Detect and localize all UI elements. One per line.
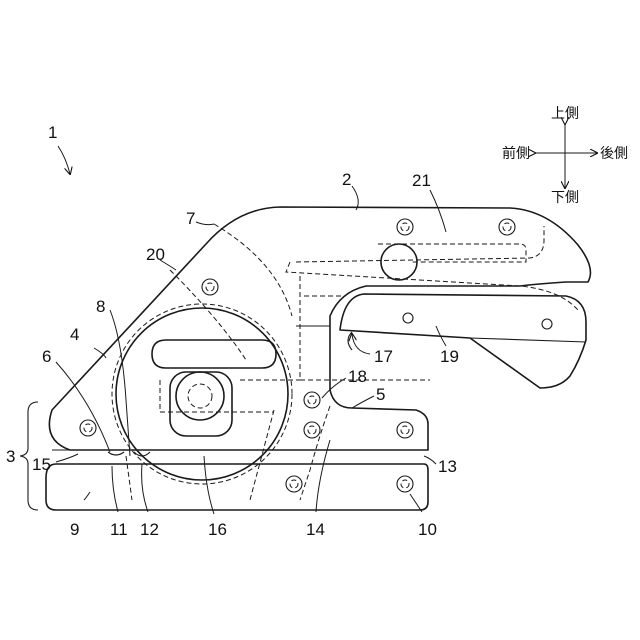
label-3: 3 (6, 447, 15, 466)
label-13: 13 (438, 457, 457, 476)
label-12: 12 (140, 520, 159, 539)
label-14: 14 (306, 520, 325, 539)
label-1: 1 (48, 123, 57, 142)
jaw-17-edge (348, 332, 352, 350)
label-6: 6 (42, 347, 51, 366)
leader-lines (56, 146, 446, 514)
label-5: 5 (376, 385, 385, 404)
direction-down-label: 下側 (551, 190, 579, 206)
label-18: 18 (348, 367, 367, 386)
label-15: 15 (32, 455, 51, 474)
direction-front-label: 前側 (502, 145, 530, 162)
cam-circle (116, 308, 288, 480)
cam-circle-dashed (112, 304, 292, 484)
direction-back-label: 後側 (600, 146, 628, 162)
label-16: 16 (208, 520, 227, 539)
label-10: 10 (418, 520, 437, 539)
body-inner-lines (52, 326, 428, 450)
notch-11 (108, 452, 124, 455)
hidden-lines (126, 224, 578, 500)
pin-21 (381, 244, 417, 280)
slot-opening (152, 340, 276, 368)
label-7: 7 (186, 209, 195, 228)
label-20: 20 (146, 245, 165, 264)
direction-up-label: 上側 (551, 106, 579, 122)
direction-compass: 上側 前側 後側 下側 (502, 106, 628, 206)
label-11: 11 (110, 520, 128, 539)
roller-outer (176, 372, 224, 420)
roller-inner (188, 384, 212, 408)
upper-body-outline (49, 207, 590, 450)
lower-jaw-outline (46, 464, 428, 510)
label-19: 19 (440, 347, 459, 366)
reference-labels: 1 2 21 7 20 4 8 6 3 15 9 11 12 16 14 10 … (6, 123, 459, 539)
label-2: 2 (342, 170, 351, 189)
label-8: 8 (96, 297, 105, 316)
clamp-piece-edge (470, 338, 586, 342)
label-4: 4 (70, 325, 79, 344)
label-21: 21 (412, 171, 431, 190)
label-17: 17 (374, 347, 393, 366)
label-9: 9 (70, 520, 79, 539)
